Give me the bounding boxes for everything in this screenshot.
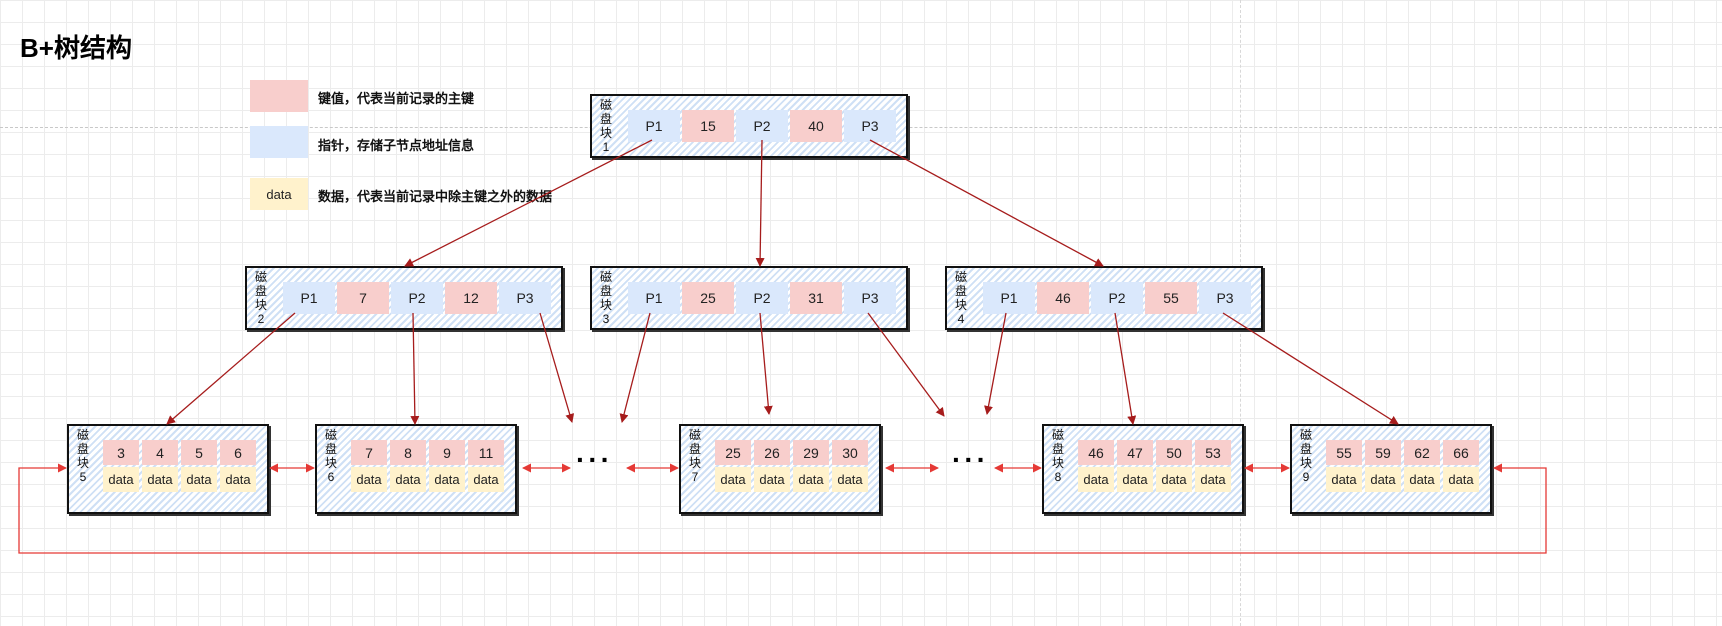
- legend-data-swatch: data: [250, 178, 308, 210]
- pointer-arrow: [1222, 312, 1399, 425]
- key-cell: 46: [1078, 440, 1114, 465]
- legend-pointer-swatch: [250, 126, 308, 158]
- disk-block-internal: 磁盘块3 P1 25 P2 31 P3: [590, 266, 908, 330]
- pointer-arrow: [867, 312, 945, 417]
- disk-block-root: 磁盘块1 P1 15 P2 40 P3: [590, 94, 908, 158]
- pointer-cell: P1: [628, 110, 680, 142]
- disk-block-internal: 磁盘块4 P1 46 P2 55 P3: [945, 266, 1263, 330]
- disk-block-label: 磁盘块6: [324, 428, 337, 484]
- pointer-arrow: [755, 139, 765, 267]
- pointer-arrow: [166, 312, 296, 425]
- key-cell: 50: [1156, 440, 1192, 465]
- pointer-cell: P3: [844, 282, 896, 314]
- pointer-arrow: [869, 139, 1104, 267]
- key-cell: 25: [715, 440, 751, 465]
- legend-pointer-text: 指针，存储子节点地址信息: [318, 138, 475, 153]
- disk-block-label: 磁盘块4: [954, 270, 967, 326]
- key-cell: 25: [682, 282, 734, 314]
- disk-block-label: 磁盘块1: [599, 98, 612, 154]
- pointer-arrow: [619, 312, 651, 423]
- pointer-cell: P3: [499, 282, 551, 314]
- pointer-arrow: [759, 312, 773, 415]
- key-cell: 5: [181, 440, 217, 465]
- pointer-arrow: [1114, 312, 1137, 425]
- key-cell: 26: [754, 440, 790, 465]
- pointer-cell: P1: [283, 282, 335, 314]
- key-cell: 62: [1404, 440, 1440, 465]
- key-cell: 55: [1145, 282, 1197, 314]
- key-cell: 66: [1443, 440, 1479, 465]
- pointer-arrow: [404, 139, 653, 267]
- key-cell: 8: [390, 440, 426, 465]
- key-cell: 12: [445, 282, 497, 314]
- pointer-arrow: [984, 312, 1007, 415]
- key-cell: 4: [142, 440, 178, 465]
- key-cell: 31: [790, 282, 842, 314]
- pointer-cell: P1: [983, 282, 1035, 314]
- key-cell: 11: [468, 440, 504, 465]
- key-cell: 15: [682, 110, 734, 142]
- key-cell: 9: [429, 440, 465, 465]
- pointer-cell: P3: [1199, 282, 1251, 314]
- disk-block-label: 磁盘块2: [254, 270, 267, 326]
- key-cell: 3: [103, 440, 139, 465]
- legend-key-swatch: [250, 80, 308, 112]
- pointer-cell: P2: [1091, 282, 1143, 314]
- leaf-loop-arrow: [18, 463, 1547, 554]
- pointer-cell: P1: [628, 282, 680, 314]
- key-cell: 7: [351, 440, 387, 465]
- key-cell: 29: [793, 440, 829, 465]
- key-cell: 6: [220, 440, 256, 465]
- key-cell: 30: [832, 440, 868, 465]
- key-cell: 47: [1117, 440, 1153, 465]
- pointer-arrow: [539, 312, 575, 423]
- legend-data-text: 数据，代表当前记录中除主键之外的数据: [318, 189, 553, 204]
- pointer-cell: P2: [736, 282, 788, 314]
- key-cell: 40: [790, 110, 842, 142]
- key-cell: 55: [1326, 440, 1362, 465]
- key-cell: 53: [1195, 440, 1231, 465]
- key-cell: 59: [1365, 440, 1401, 465]
- pointer-cell: P2: [736, 110, 788, 142]
- key-cell: 46: [1037, 282, 1089, 314]
- pointer-cell: P2: [391, 282, 443, 314]
- key-cell: 7: [337, 282, 389, 314]
- page-title: B+树结构: [20, 33, 132, 63]
- disk-block-leaf: 磁盘块7 25 26 29 30 data data data data: [679, 424, 881, 514]
- disk-block-internal: 磁盘块2 P1 7 P2 12 P3: [245, 266, 563, 330]
- pointer-cell: P3: [844, 110, 896, 142]
- pointer-arrow: [410, 312, 420, 425]
- legend-key-text: 键值，代表当前记录的主键: [318, 91, 475, 106]
- disk-block-label: 磁盘块3: [599, 270, 612, 326]
